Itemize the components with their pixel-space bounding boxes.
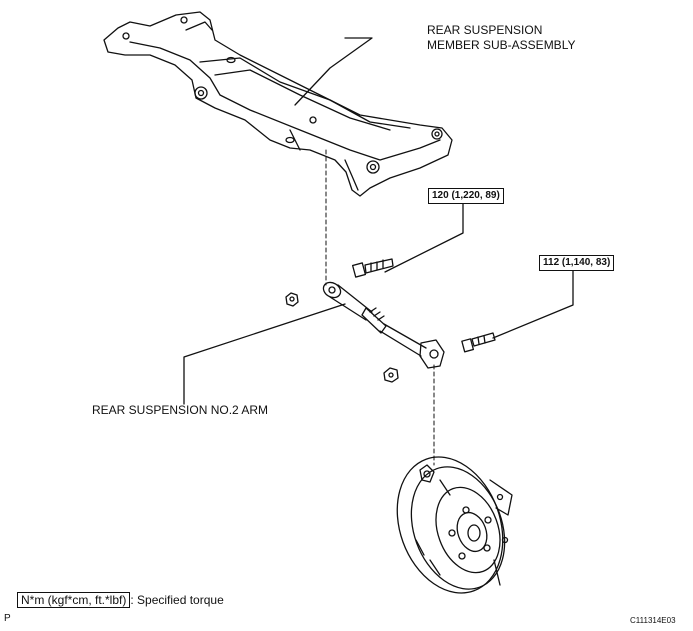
figure-code: C111314E03 <box>630 616 676 625</box>
upper-torque-box: 120 (1,220, 89) <box>428 188 504 204</box>
page-mark: P <box>4 613 11 624</box>
upper-nut <box>285 292 299 307</box>
lower-bolt <box>461 332 496 353</box>
member-label-line1: REAR SUSPENSION <box>427 23 543 37</box>
lower-torque-box: 112 (1,140, 83) <box>539 255 615 271</box>
suspension-member <box>103 11 453 197</box>
rear-axle-hub <box>396 456 513 594</box>
suspension-arm <box>322 281 445 369</box>
lower-nut <box>383 367 399 383</box>
torque-legend-text: : Specified torque <box>130 593 224 607</box>
upper-bolt <box>351 258 394 278</box>
torque-legend: N*m (kgf*cm, ft.*lbf): Specified torque <box>17 592 224 608</box>
member-label-line2: MEMBER SUB-ASSEMBLY <box>427 38 576 52</box>
arm-label: REAR SUSPENSION NO.2 ARM <box>92 403 269 417</box>
torque-unit-box: N*m (kgf*cm, ft.*lbf) <box>17 592 131 608</box>
